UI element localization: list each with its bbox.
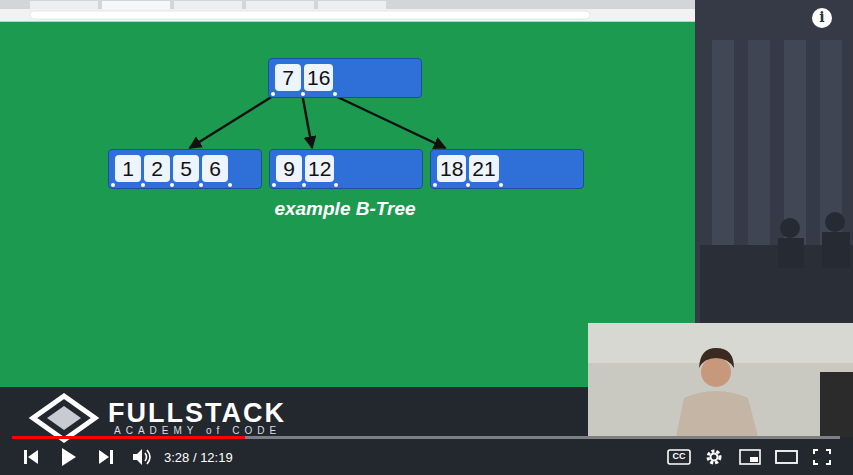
bottom-band xyxy=(0,387,853,475)
volume-waves xyxy=(145,450,150,464)
pointer-dot xyxy=(499,183,503,187)
key-cell: 16 xyxy=(304,64,333,91)
pointer-dot xyxy=(272,183,276,187)
progress-track xyxy=(12,436,840,439)
pointer-dot xyxy=(271,92,275,96)
theater-icon xyxy=(776,451,797,463)
key-cell: 1 xyxy=(115,155,141,182)
settings-gear xyxy=(711,454,718,461)
info-icon-letter: i xyxy=(812,9,832,25)
browser-tab xyxy=(174,1,242,9)
slide-caption: example B-Tree xyxy=(195,198,495,220)
pointer-dot xyxy=(466,183,470,187)
volume-icon xyxy=(133,449,142,465)
key-cell: 2 xyxy=(144,155,170,182)
student-silhouette xyxy=(822,232,850,268)
presenter-face xyxy=(701,357,731,387)
brand-tagline: ACADEMY of CODE xyxy=(114,425,281,436)
key-cell: 6 xyxy=(202,155,228,182)
play-icon xyxy=(62,448,76,466)
pointer-dot xyxy=(170,183,174,187)
time-display: 3:28 / 12:19 xyxy=(164,450,233,465)
address-field xyxy=(30,11,590,19)
pointer-dot xyxy=(141,183,145,187)
window-pane xyxy=(748,40,770,250)
key-cell: 18 xyxy=(437,155,466,182)
browser-tab xyxy=(246,1,314,9)
next-icon xyxy=(110,450,113,464)
webcam-view xyxy=(588,323,853,437)
pointer-dot xyxy=(334,183,338,187)
key-cell: 5 xyxy=(173,155,199,182)
btree-node: 1821 xyxy=(430,149,584,189)
logo-diamond xyxy=(33,396,95,440)
pointer-dot xyxy=(433,183,437,187)
browser-tab-strip xyxy=(0,0,695,9)
previous-icon xyxy=(28,450,38,464)
fullscreen-icon xyxy=(814,450,830,464)
webcam-screen xyxy=(820,372,853,437)
info-icon xyxy=(812,8,832,28)
miniplayer-icon xyxy=(740,450,760,464)
btree-node: 912 xyxy=(269,149,423,189)
brand-wordmark: FULLSTACK xyxy=(108,398,286,429)
captions-icon xyxy=(668,450,690,464)
pointer-dot xyxy=(228,183,232,187)
progress-played xyxy=(12,436,245,439)
pointer-dot xyxy=(301,92,305,96)
student-silhouette xyxy=(778,238,804,268)
presenter-shirt xyxy=(676,391,758,437)
child-pointer-arrow xyxy=(303,96,313,148)
key-cell: 9 xyxy=(276,155,302,182)
child-pointer-arrow xyxy=(190,96,273,148)
presenter-hair xyxy=(699,348,734,368)
btree-node: 716 xyxy=(268,58,422,98)
key-cell: 12 xyxy=(305,155,334,182)
miniplayer-icon xyxy=(750,457,758,462)
window-pane xyxy=(712,40,734,250)
settings-gear xyxy=(708,451,720,463)
pointer-dot xyxy=(302,183,306,187)
pointer-dot xyxy=(199,183,203,187)
browser-toolbar xyxy=(0,9,695,21)
pointer-dot xyxy=(111,183,115,187)
captions-label: CC xyxy=(668,451,690,461)
browser-tab xyxy=(102,1,170,9)
student-silhouette xyxy=(780,218,800,238)
child-pointer-arrow xyxy=(335,96,445,148)
browser-tab xyxy=(318,1,386,9)
pointer-dot xyxy=(333,92,337,96)
classroom-view xyxy=(695,0,853,330)
logo-core xyxy=(47,406,81,430)
next-icon xyxy=(99,450,109,464)
previous-icon xyxy=(24,450,27,464)
key-cell: 21 xyxy=(469,155,498,182)
browser-tab xyxy=(30,1,98,9)
toolbar-rule xyxy=(0,21,695,22)
btree-node: 1256 xyxy=(108,149,262,189)
key-cell: 7 xyxy=(275,64,301,91)
student-silhouette xyxy=(825,212,845,232)
